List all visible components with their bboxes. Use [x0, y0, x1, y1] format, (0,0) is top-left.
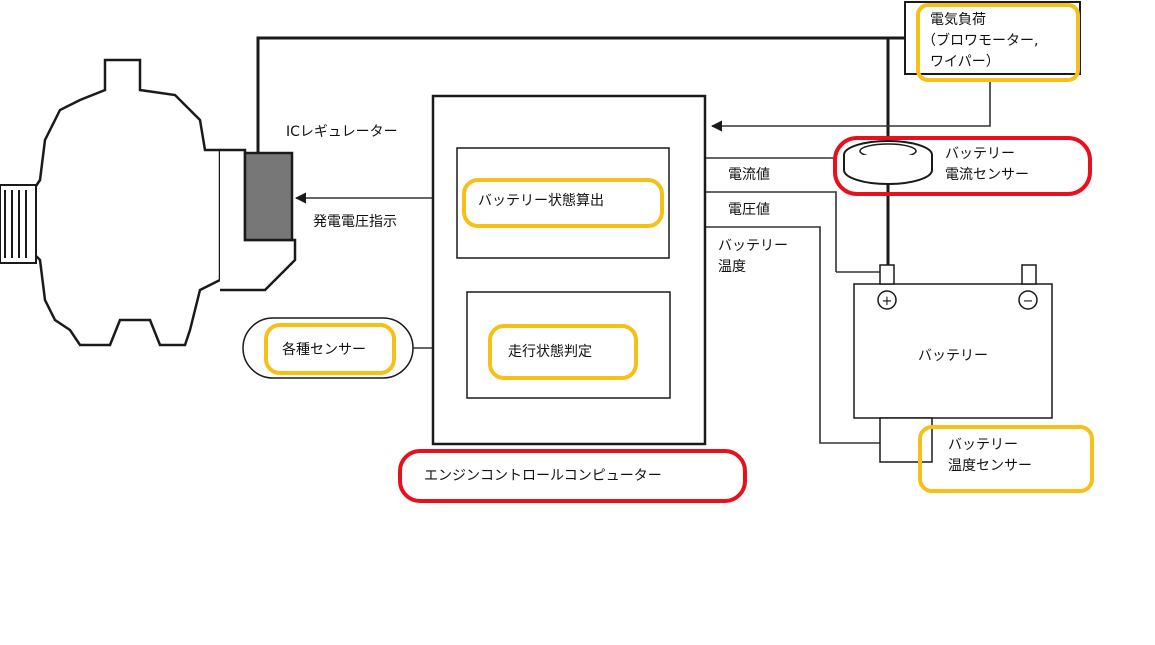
current-sensor-highlight: [833, 136, 1092, 196]
negative-terminal: [1021, 264, 1037, 285]
engine-computer-label: エンジンコントロールコンピューター: [424, 468, 662, 484]
plus-icon: [877, 290, 897, 310]
battery-temperature-sensor: バッテリー 温度センサー: [879, 417, 1094, 493]
alternator: [0, 58, 297, 347]
pulley: [0, 184, 37, 264]
ic-regulator-label: ICレギュレーター: [286, 124, 398, 140]
battery: + − バッテリー: [853, 264, 1053, 419]
generator-voltage-command-label: 発電電圧指示: [313, 214, 397, 230]
electric-load-label-1: 電気負荷: [930, 12, 986, 28]
engine-control-computer: バッテリー状態算出 走行状態判定: [431, 94, 707, 446]
plus-sign: +: [882, 294, 893, 309]
battery-state-calc-label: バッテリー状態算出: [478, 193, 604, 209]
battery-temperature-label-2: 温度: [718, 259, 746, 275]
battery-label: バッテリー: [918, 348, 988, 364]
current-sensor-label-2: 電流センサー: [945, 167, 1029, 183]
battery-temperature-label-1: バッテリー: [718, 238, 788, 254]
battery-current-sensor: バッテリー 電流センサー: [833, 136, 1092, 196]
electric-load-highlight: [916, 3, 1080, 82]
electric-load-label-3: ワイパー）: [930, 54, 1000, 70]
temp-sensor-label-2: 温度センサー: [948, 458, 1032, 474]
voltage-value-label: 電圧値: [728, 202, 770, 218]
engine-computer-highlight: [398, 449, 747, 503]
battery-state-calc-highlight: [462, 178, 664, 228]
various-sensors-highlight: [264, 323, 396, 375]
driving-state-judge-highlight: [488, 324, 638, 380]
minus-icon: [1018, 290, 1038, 310]
electric-load: 電気負荷 （ブロワモーター, ワイパー）: [904, 1, 1081, 82]
electric-load-label-2: （ブロワモーター,: [922, 32, 1038, 49]
temp-sensor-highlight: [918, 425, 1094, 493]
temp-sensor-label-1: バッテリー: [948, 437, 1018, 453]
various-sensors: 各種センサー: [242, 317, 414, 379]
driving-state-judge-label: 走行状態判定: [508, 344, 592, 360]
positive-terminal: [879, 264, 895, 285]
current-value-label: 電流値: [728, 167, 770, 183]
ic-regulator-block: [243, 151, 294, 242]
minus-sign: −: [1023, 294, 1034, 309]
various-sensors-label: 各種センサー: [282, 342, 366, 358]
current-sensor-label-1: バッテリー: [945, 146, 1015, 162]
